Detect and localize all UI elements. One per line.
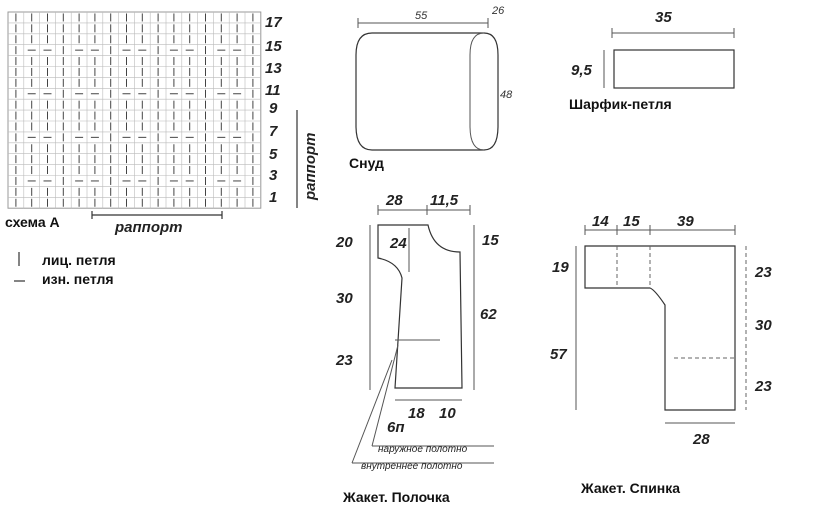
back-left-2: 57 (550, 346, 567, 363)
scheme-a-chart (7, 11, 262, 209)
outer-label: наружное полотно (378, 444, 468, 455)
scarf-caption: Шарфик-петля (569, 96, 672, 112)
scheme-caption: схема А (5, 214, 60, 230)
back-top-c: 39 (677, 213, 694, 230)
back-caption: Жакет. Спинка (580, 480, 680, 496)
front-diagram: 28 11,5 24 20 30 23 15 62 18 10 6п наруж… (335, 192, 499, 505)
front-right-1: 15 (482, 232, 499, 249)
row-number: 9 (269, 100, 278, 117)
back-top-a: 14 (592, 213, 609, 230)
back-right-2: 30 (755, 317, 772, 334)
repeat-vertical-label: раппорт (302, 133, 319, 202)
snood-depth: 26 (491, 5, 505, 17)
back-right-1: 23 (754, 264, 772, 281)
scheme-row-numbers: 17 15 13 11 9 7 5 3 1 (265, 14, 282, 206)
row-number: 7 (269, 123, 278, 140)
snood-diagram: 55 26 48 Снуд (349, 5, 513, 171)
snood-caption: Снуд (349, 155, 384, 171)
row-number: 15 (265, 38, 282, 55)
front-top-b: 11,5 (430, 192, 459, 209)
back-left-1: 19 (552, 259, 569, 276)
legend-purl: изн. петля (42, 271, 114, 287)
front-left-3: 23 (335, 352, 353, 369)
back-top-b: 15 (623, 213, 640, 230)
snood-width: 55 (415, 10, 428, 22)
front-bottom-a: 18 (408, 405, 425, 422)
snood-height: 48 (500, 89, 513, 101)
back-outline (584, 245, 736, 411)
leader-line (351, 359, 393, 464)
row-number: 17 (265, 14, 282, 31)
repeat-horizontal-label: раппорт (114, 219, 183, 236)
scarf-height: 9,5 (571, 62, 593, 79)
front-neck: 24 (389, 235, 407, 252)
front-caption: Жакет. Полочка (342, 489, 450, 505)
front-top-a: 28 (385, 192, 403, 209)
legend: лиц. петля изн. петля (14, 252, 116, 287)
row-number: 11 (265, 82, 281, 99)
front-left-1: 20 (335, 234, 353, 251)
scarf-diagram: 35 9,5 Шарфик-петля (569, 9, 735, 112)
legend-knit: лиц. петля (42, 252, 116, 268)
leader-line (371, 344, 399, 447)
front-bottom-b: 10 (439, 405, 456, 422)
front-stitches: 6п (387, 419, 405, 436)
snood-outline (355, 32, 499, 151)
back-diagram: 14 15 39 19 57 23 30 23 28 Жакет. Спинка (550, 213, 772, 496)
scarf-width: 35 (655, 9, 672, 26)
snood-fold (469, 32, 485, 151)
front-left-2: 30 (336, 290, 353, 307)
front-right-2: 62 (480, 306, 497, 323)
front-outline (377, 224, 463, 389)
back-bottom: 28 (692, 431, 710, 448)
inner-label: внутреннее полотно (361, 461, 463, 472)
back-right-3: 23 (754, 378, 772, 395)
row-number: 1 (269, 189, 277, 206)
scarf-outline (613, 49, 735, 89)
row-number: 13 (265, 60, 282, 77)
row-number: 5 (269, 146, 278, 163)
row-number: 3 (269, 167, 278, 184)
